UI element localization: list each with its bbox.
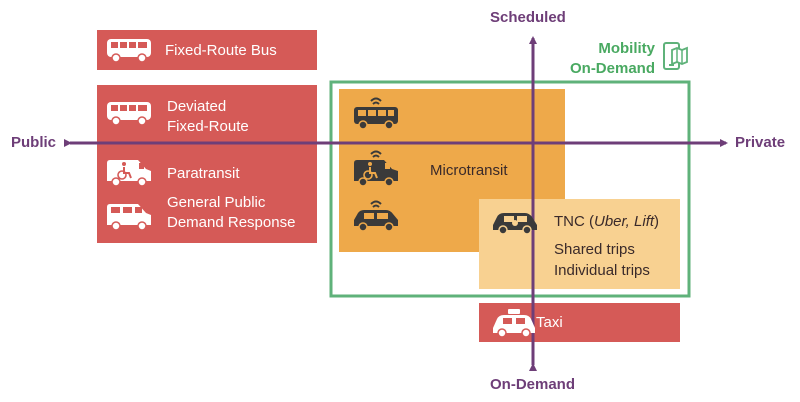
- bus-icon: [107, 39, 151, 63]
- tnc-car-icon: [493, 213, 537, 235]
- axis-label-scheduled: Scheduled: [490, 9, 566, 26]
- bus-icon-deviated: [107, 102, 151, 126]
- label-gpdr-line1: General Public: [167, 194, 266, 211]
- mod-label-line1: Mobility: [598, 40, 655, 57]
- label-tnc: TNC (Uber, Lift): [554, 212, 659, 232]
- connected-car-icon: [354, 200, 398, 232]
- label-paratransit: Paratransit: [167, 165, 240, 182]
- label-taxi: Taxi: [536, 314, 563, 331]
- axis-label-public: Public: [11, 134, 57, 151]
- label-fixed-route-bus: Fixed-Route Bus: [165, 42, 277, 59]
- label-tnc-suffix: ): [654, 213, 660, 230]
- accessible-van-icon: [107, 160, 151, 187]
- connected-accessible-van-icon: [354, 150, 398, 187]
- mod-label-line2: On-Demand: [569, 60, 655, 77]
- label-deviated-fixed-route: Deviated Fixed-Route: [167, 97, 249, 137]
- label-gpdr-line2: Demand Response: [167, 214, 296, 231]
- axis-label-private: Private: [735, 134, 786, 151]
- label-individual-trips: Individual trips: [554, 262, 650, 279]
- mobility-on-demand-frame: [329, 80, 691, 298]
- mod-label: Mobility On-Demand: [560, 39, 655, 79]
- label-tnc-brands: Uber, Lift: [594, 213, 655, 230]
- label-shared-trips: Shared trips: [554, 241, 635, 258]
- van-icon: [107, 204, 151, 231]
- label-general-public-demand-response: General Public Demand Response: [167, 193, 295, 233]
- phone-map-icon: [663, 42, 688, 70]
- axis-label-on-demand: On-Demand: [490, 376, 576, 393]
- label-microtransit: Microtransit: [430, 162, 508, 179]
- taxi-icon: [493, 309, 535, 338]
- label-deviated-line2: Fixed-Route: [167, 118, 249, 135]
- label-deviated-line1: Deviated: [167, 98, 227, 115]
- connected-bus-icon: [354, 97, 398, 130]
- label-tnc-prefix: TNC (: [554, 213, 594, 230]
